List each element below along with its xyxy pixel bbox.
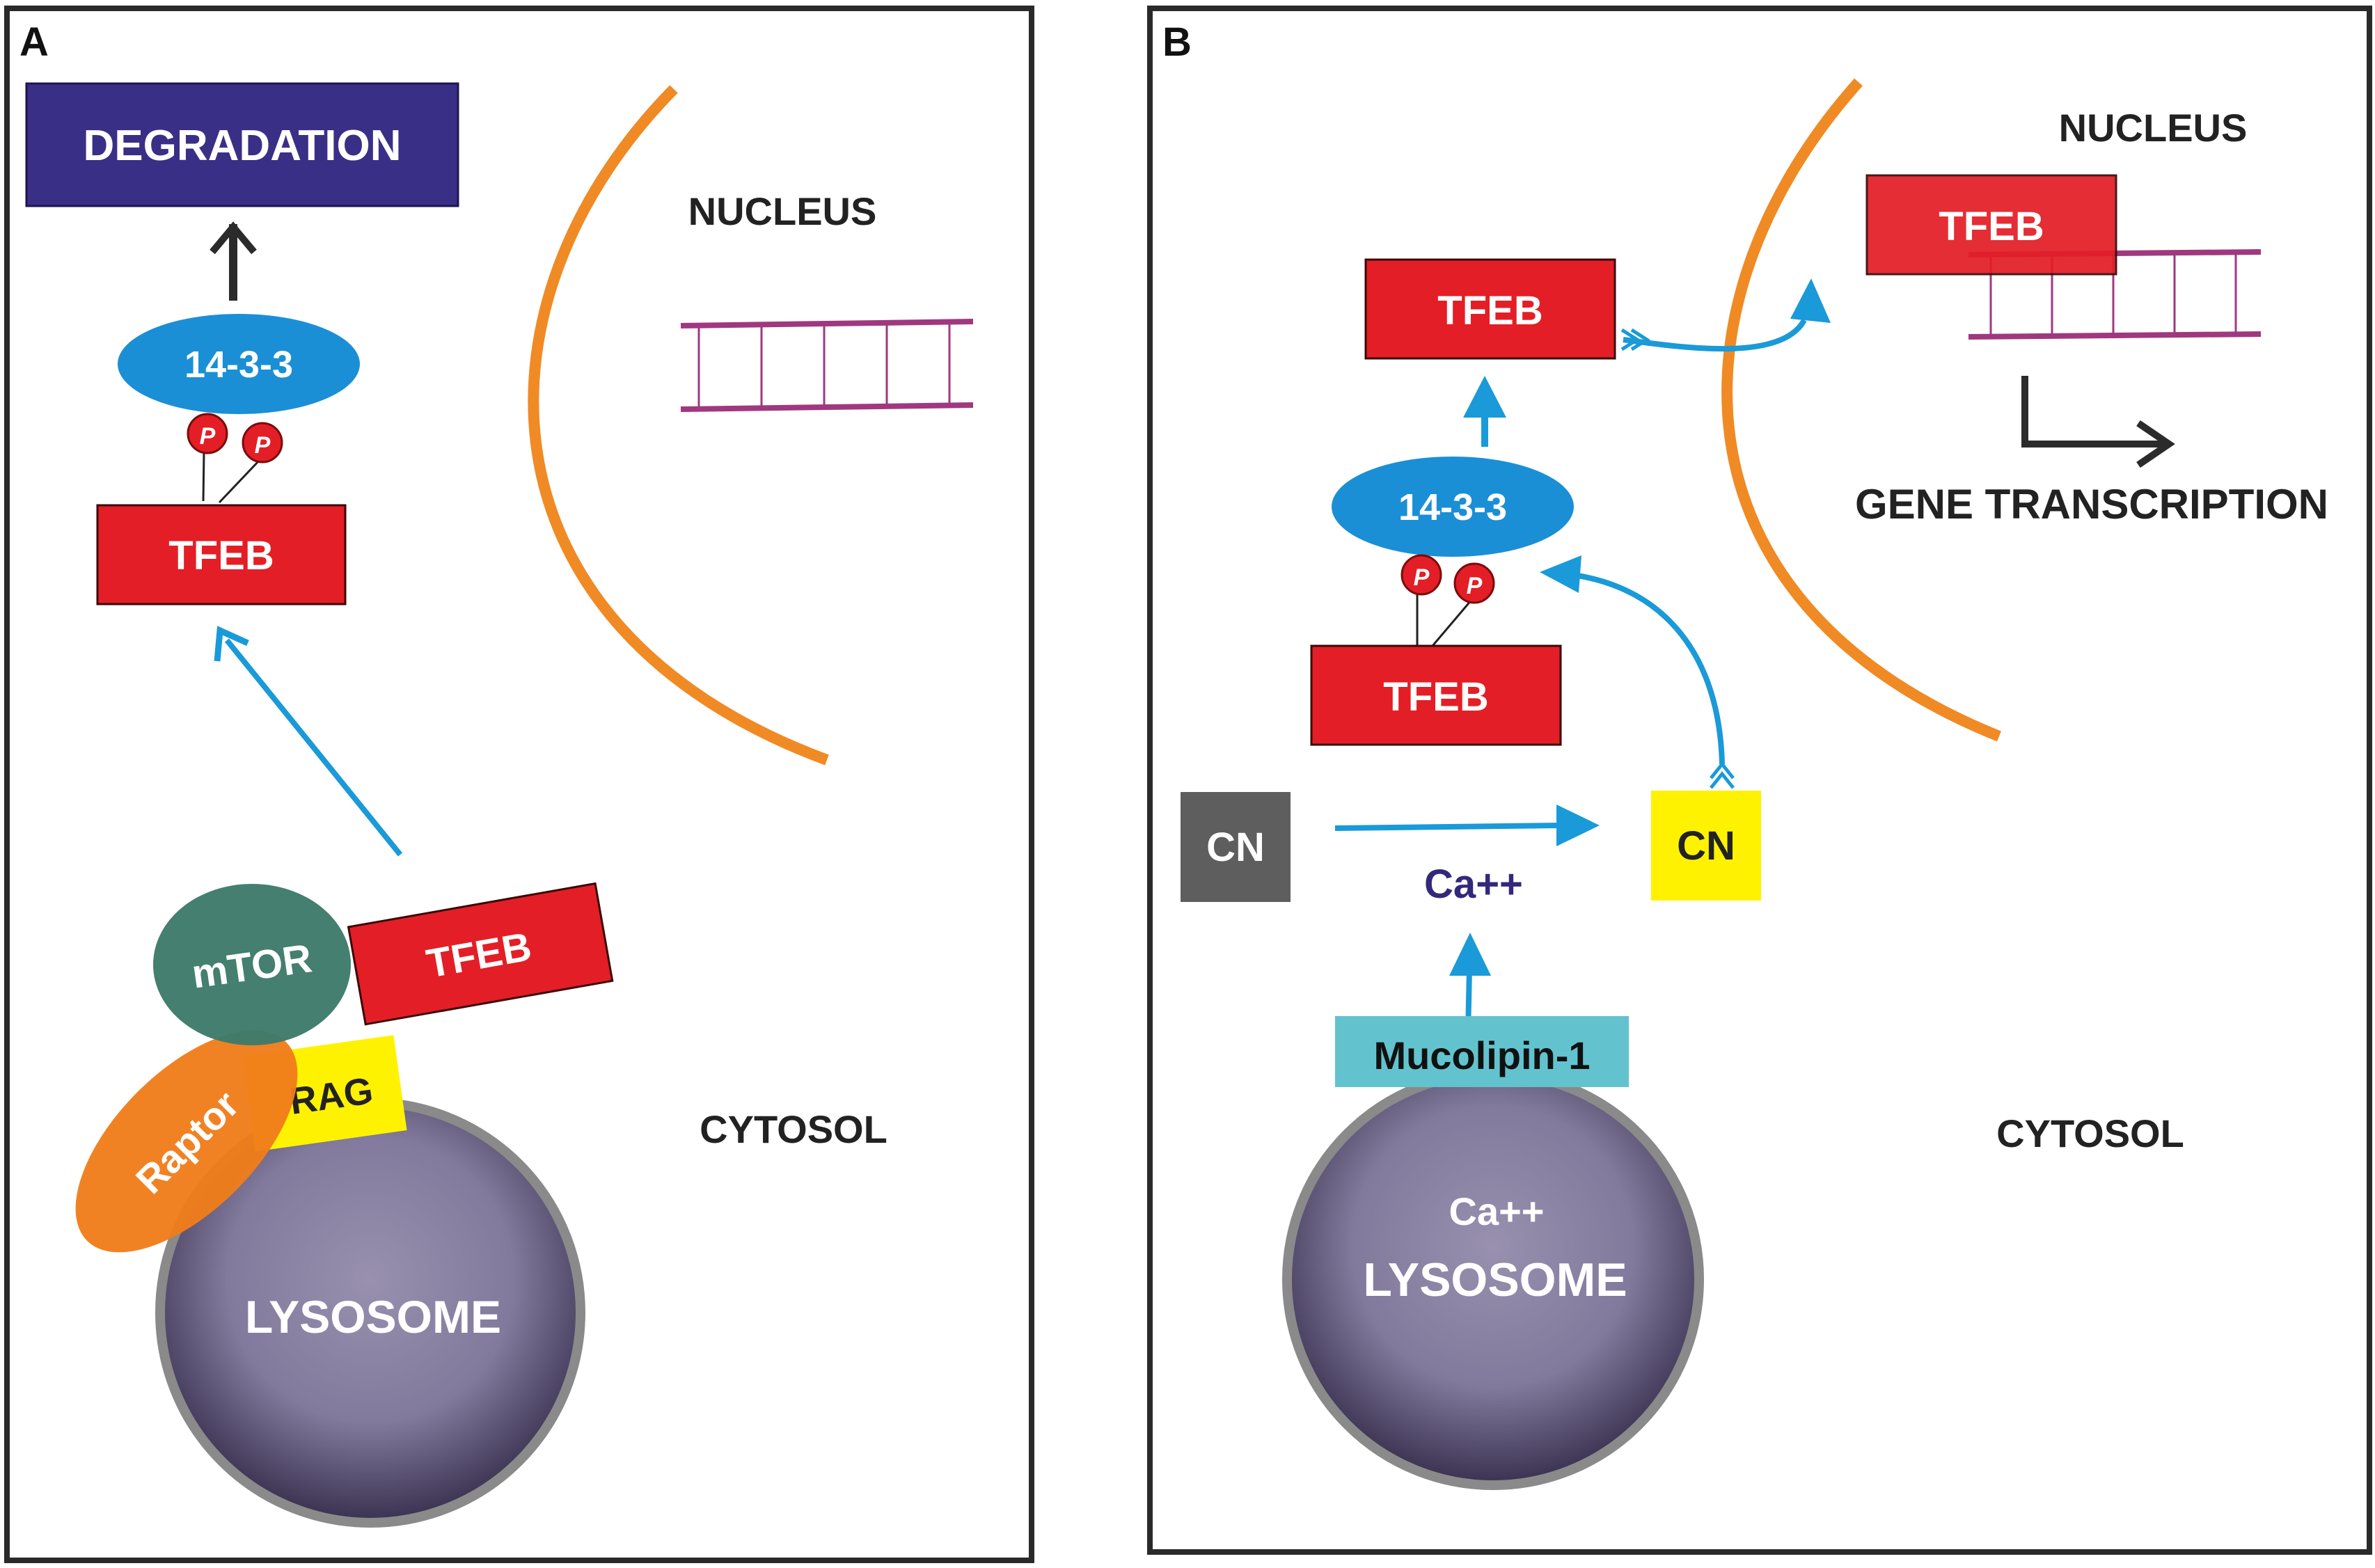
tfeb-a-label: TFEB bbox=[168, 533, 274, 578]
tfeb-lower-label: TFEB bbox=[1383, 674, 1488, 720]
panel-b-frame bbox=[1147, 6, 2372, 1555]
cn-activation-arrow bbox=[1334, 823, 1560, 831]
tfeb-box-a bbox=[96, 504, 347, 605]
mucolipin-label: Mucolipin-1 bbox=[1373, 1034, 1590, 1077]
mtor-phosphorylation-arrow bbox=[224, 638, 403, 857]
mtor-ellipse bbox=[153, 884, 351, 1045]
protein-1433-b bbox=[1332, 457, 1574, 557]
dephosphorylation-arrowhead bbox=[1540, 555, 1581, 593]
release-arrowhead bbox=[1463, 376, 1506, 418]
cn-inactive-box bbox=[1181, 792, 1291, 902]
cn-active-label: CN bbox=[1677, 823, 1735, 869]
cn-active-box bbox=[1651, 791, 1761, 901]
lysosome-a-label: LYSOSOME bbox=[245, 1291, 501, 1343]
degradation-arrow-head bbox=[210, 221, 257, 255]
degradation-label: DEGRADATION bbox=[84, 122, 402, 170]
tfeb-nuclear-box bbox=[1865, 174, 2117, 276]
phospho-link-b2 bbox=[1431, 599, 1473, 647]
panel-b-label: B bbox=[1162, 19, 1192, 65]
transcription-arrowhead bbox=[2136, 420, 2175, 468]
nucleus-envelope-a bbox=[528, 85, 829, 766]
raptor-ellipse bbox=[75, 1030, 298, 1253]
cn-inactive-label: CN bbox=[1206, 825, 1265, 870]
phosphate-a2 bbox=[242, 422, 283, 464]
calcium-release-arrowhead bbox=[1449, 933, 1491, 976]
translocation-arrow bbox=[1623, 318, 1807, 352]
nucleus-envelope-b bbox=[1721, 78, 2001, 742]
dna-ladder-a bbox=[680, 319, 974, 412]
lysosome-calcium-label: Ca++ bbox=[1449, 1189, 1545, 1233]
translocation-arrow-tail bbox=[1620, 328, 1650, 351]
dephosphorylation-arrow bbox=[1572, 572, 1725, 765]
nucleus-b-label: NUCLEUS bbox=[2059, 106, 2248, 150]
mucolipin-box bbox=[1335, 1016, 1629, 1087]
phosphate-a1-label: P bbox=[200, 423, 216, 450]
phosphate-b2-label: P bbox=[1467, 573, 1483, 599]
phosphate-a1 bbox=[187, 413, 228, 454]
transcription-arrow bbox=[2021, 376, 2163, 448]
nucleus-a-label: NUCLEUS bbox=[688, 189, 877, 233]
protein-1433-b-label: 14-3-3 bbox=[1398, 486, 1507, 528]
phospho-link-a2 bbox=[218, 459, 260, 504]
panel-b: B NUCLEUS TFEB GENE TRANSCRIPTION TFEB bbox=[1147, 6, 2372, 1555]
phosphate-b1 bbox=[1400, 554, 1442, 596]
phosphate-b1-label: P bbox=[1414, 564, 1430, 591]
panel-a: A DEGRADATION 14-3-3 P P TFEB NUCLEUS bbox=[4, 6, 1034, 1563]
phospho-link-a1 bbox=[202, 452, 205, 502]
phosphate-a2-label: P bbox=[255, 432, 271, 459]
tfeb-complex-box bbox=[347, 882, 614, 1026]
gene-transcription-label: GENE TRANSCRIPTION bbox=[1855, 481, 2328, 528]
cytosol-a-label: CYTOSOL bbox=[700, 1107, 887, 1151]
tfeb-nuclear-label: TFEB bbox=[1939, 204, 2044, 249]
dephosphorylation-arrow-tail bbox=[1710, 761, 1735, 789]
tfeb-lower-box bbox=[1310, 644, 1562, 746]
cn-activation-arrowhead bbox=[1556, 805, 1600, 846]
panel-a-frame bbox=[4, 6, 1034, 1563]
tfeb-upper-box bbox=[1364, 258, 1616, 360]
protein-1433-a-label: 14-3-3 bbox=[184, 344, 293, 386]
panel-a-label: A bbox=[19, 19, 49, 65]
mtor-phosphorylation-arrowhead bbox=[214, 626, 249, 662]
calcium-label: Ca++ bbox=[1424, 862, 1523, 907]
cytosol-b-label: CYTOSOL bbox=[1996, 1111, 2184, 1155]
lysosome-b-label: LYSOSOME bbox=[1363, 1253, 1627, 1306]
degradation-box bbox=[25, 82, 459, 207]
tfeb-upper-label: TFEB bbox=[1437, 288, 1542, 333]
translocation-arrowhead bbox=[1790, 278, 1831, 323]
protein-1433-a bbox=[118, 314, 360, 414]
phosphate-b2 bbox=[1453, 562, 1495, 604]
